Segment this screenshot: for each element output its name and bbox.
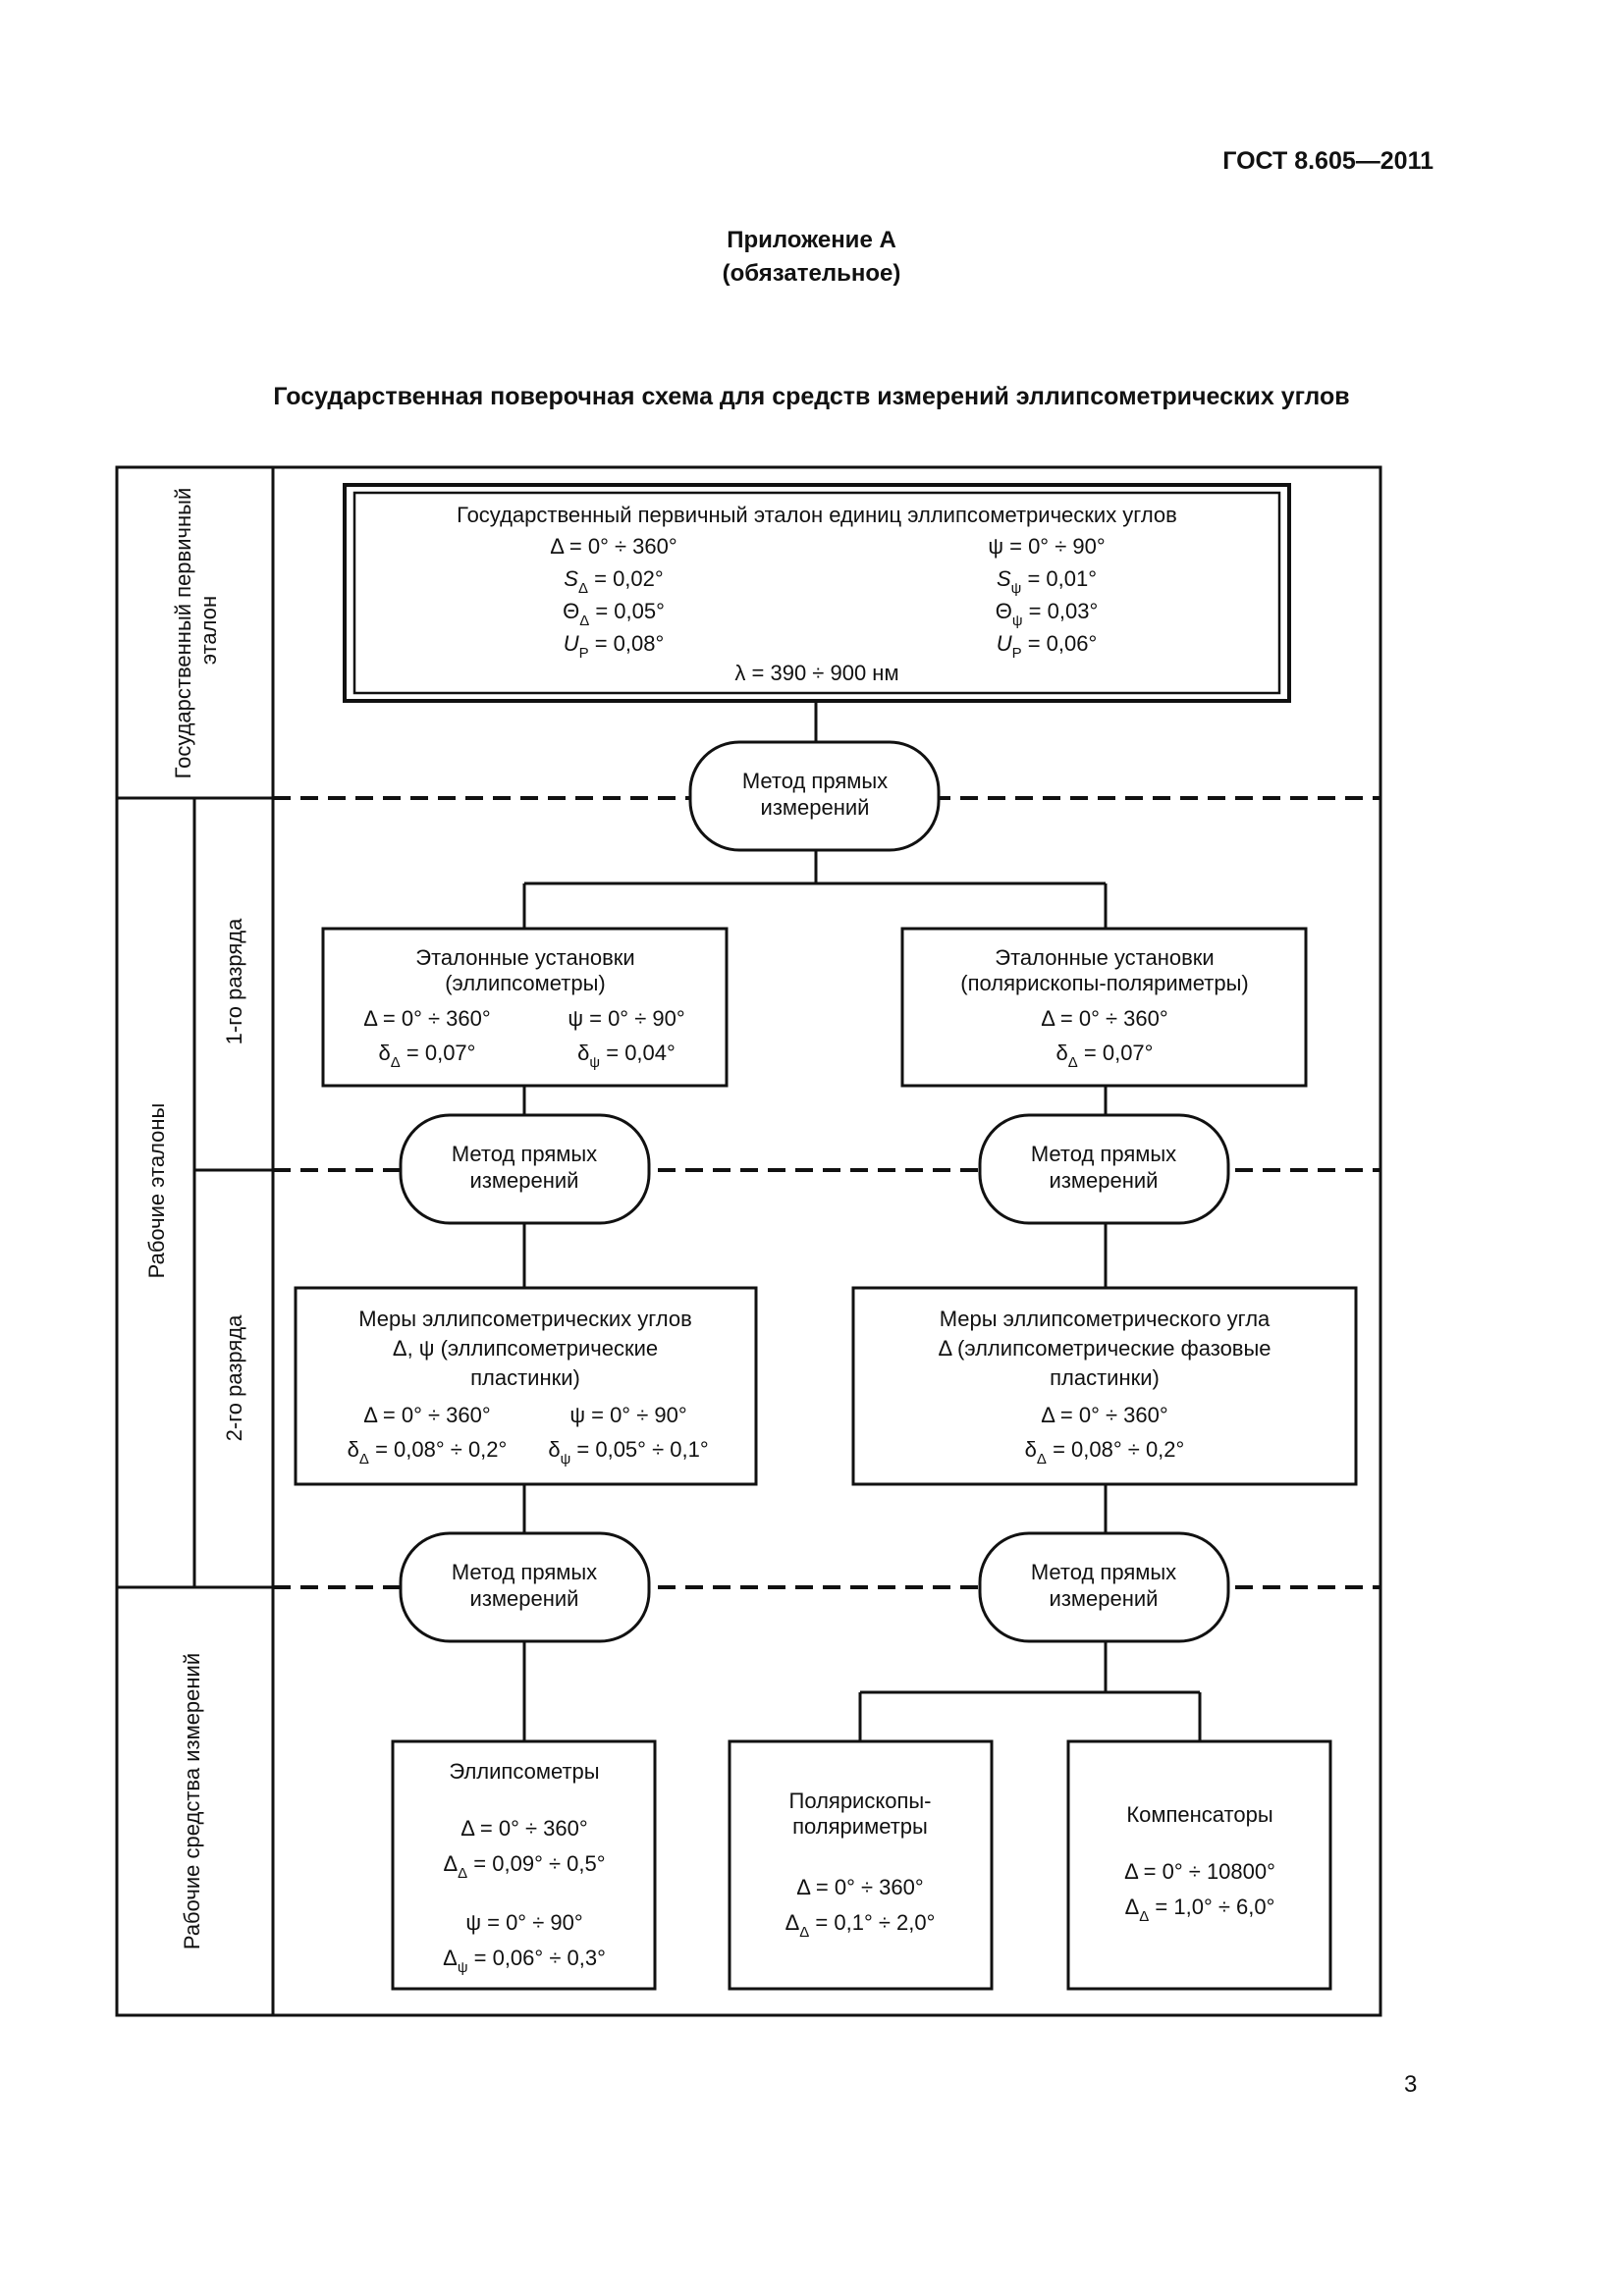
page-number: 3 — [1404, 2071, 1418, 2098]
svg-text:Метод прямых: Метод прямых — [452, 1142, 597, 1166]
svg-text:Δ = 0° ÷ 10800°: Δ = 0° ÷ 10800° — [1124, 1859, 1275, 1884]
annex-heading: Приложение А (обязательное) — [0, 224, 1623, 291]
svg-text:δΔ = 0,07°: δΔ = 0,07° — [1056, 1041, 1154, 1071]
svg-text:Δψ = 0,06° ÷ 0,3°: Δψ = 0,06° ÷ 0,3° — [443, 1946, 606, 1976]
annex-subtitle: (обязательное) — [722, 260, 901, 287]
method-pill: Метод прямых измерений — [978, 1531, 1230, 1643]
svg-text:Эталонные установки: Эталонные установки — [415, 945, 634, 970]
svg-text:ψ = 0° ÷ 90°: ψ = 0° ÷ 90° — [568, 1006, 684, 1031]
primary-s-delta: SΔ = 0,02° — [564, 566, 663, 597]
svg-text:Метод прямых: Метод прямых — [742, 769, 888, 793]
primary-standard-box: Государственный первичный эталон единиц … — [343, 483, 1291, 703]
first-rank-ellipsometers-box: Эталонные установки (эллипсометры) Δ = 0… — [321, 927, 729, 1088]
second-rank-ellipsometric-plates-box: Меры эллипсометрических углов Δ, ψ (элли… — [294, 1286, 758, 1486]
method-pill: Метод прямых измерений — [399, 1531, 651, 1643]
svg-text:δΔ = 0,08° ÷ 0,2°: δΔ = 0,08° ÷ 0,2° — [1025, 1437, 1185, 1468]
primary-u-delta: UP = 0,08° — [564, 631, 665, 662]
svg-text:измерений: измерений — [1050, 1586, 1159, 1611]
scheme-frame — [115, 465, 1382, 2017]
primary-level-label: Государственный первичный эталон — [171, 482, 221, 779]
scheme-title: Государственная поверочная схема для сре… — [273, 383, 1350, 410]
svg-text:ΔΔ = 0,1° ÷ 2,0°: ΔΔ = 0,1° ÷ 2,0° — [785, 1910, 936, 1941]
svg-text:Поляриcкопы-: Поляриcкопы- — [789, 1789, 932, 1813]
first-rank-polariscopes-box: Эталонные установки (поляриcкопы-полярим… — [900, 927, 1308, 1088]
polariscopes-box: Поляриcкопы- поляриметры Δ = 0° ÷ 360° Δ… — [728, 1739, 994, 1991]
svg-text:Метод прямых: Метод прямых — [1031, 1142, 1176, 1166]
connector-lines — [522, 701, 1202, 1741]
svg-text:Δ = 0° ÷ 360°: Δ = 0° ÷ 360° — [796, 1875, 923, 1899]
primary-u-psi: UP = 0,06° — [997, 631, 1098, 662]
svg-text:Δ = 0° ÷ 360°: Δ = 0° ÷ 360° — [363, 1403, 490, 1427]
primary-standard-title: Государственный первичный эталон единиц … — [457, 503, 1177, 527]
method-pill: Метод прямых измерений — [688, 740, 941, 852]
svg-text:δψ = 0,04°: δψ = 0,04° — [577, 1041, 676, 1071]
svg-text:Меры эллипсометрического угла: Меры эллипсометрического угла — [940, 1307, 1271, 1331]
svg-text:Δ (эллипсометрические фазовые: Δ (эллипсометрические фазовые — [938, 1336, 1271, 1361]
primary-psi-range: ψ = 0° ÷ 90° — [988, 534, 1105, 559]
svg-text:Δ = 0° ÷ 360°: Δ = 0° ÷ 360° — [460, 1816, 587, 1841]
compensators-box: Компенсаторы Δ = 0° ÷ 10800° ΔΔ = 1,0° ÷… — [1066, 1739, 1332, 1991]
svg-text:Метод прямых: Метод прямых — [452, 1560, 597, 1584]
primary-level-label-line2: эталон — [196, 596, 221, 665]
primary-theta-delta: ΘΔ = 0,05° — [563, 599, 665, 629]
primary-delta-range: Δ = 0° ÷ 360° — [550, 534, 676, 559]
svg-text:измерений: измерений — [470, 1168, 579, 1193]
svg-text:δΔ = 0,08° ÷ 0,2°: δΔ = 0,08° ÷ 0,2° — [348, 1437, 508, 1468]
svg-text:(поляриcкопы-поляриметры): (поляриcкопы-поляриметры) — [960, 971, 1248, 995]
second-rank-phase-plates-box: Меры эллипсометрического угла Δ (эллипсо… — [851, 1286, 1358, 1486]
working-instruments-label: Рабочие средства измерений — [180, 1653, 204, 1949]
svg-text:ψ = 0° ÷ 90°: ψ = 0° ÷ 90° — [569, 1403, 686, 1427]
svg-text:(эллипсометры): (эллипсометры) — [445, 971, 606, 995]
primary-lambda: λ = 390 ÷ 900 нм — [734, 661, 898, 685]
svg-text:Метод прямых: Метод прямых — [1031, 1560, 1176, 1584]
svg-text:Эталонные установки: Эталонные установки — [995, 945, 1214, 970]
svg-text:Меры эллипсометрических углов: Меры эллипсометрических углов — [358, 1307, 692, 1331]
svg-text:Δ = 0° ÷ 360°: Δ = 0° ÷ 360° — [1041, 1403, 1167, 1427]
primary-level-label-line1: Государственный первичный — [171, 488, 195, 779]
svg-text:δψ = 0,05° ÷ 0,1°: δψ = 0,05° ÷ 0,1° — [548, 1437, 708, 1468]
method-pill: Метод прямых измерений — [399, 1113, 651, 1225]
second-rank-label: 2-го разряда — [222, 1314, 246, 1441]
svg-text:ΔΔ = 0,09° ÷ 0,5°: ΔΔ = 0,09° ÷ 0,5° — [443, 1851, 605, 1882]
standard-code: ГОСТ 8.605—2011 — [1222, 147, 1434, 175]
svg-text:Компенсаторы: Компенсаторы — [1126, 1802, 1272, 1827]
svg-text:Δ = 0° ÷ 360°: Δ = 0° ÷ 360° — [1041, 1006, 1167, 1031]
ellipsometers-box: Эллипсометры Δ = 0° ÷ 360° ΔΔ = 0,09° ÷ … — [391, 1739, 657, 1991]
first-rank-label: 1-го разряда — [222, 918, 246, 1044]
svg-text:пластинки): пластинки) — [470, 1365, 580, 1390]
svg-text:ψ = 0° ÷ 90°: ψ = 0° ÷ 90° — [465, 1910, 582, 1935]
svg-text:измерений: измерений — [470, 1586, 579, 1611]
svg-text:Δ, ψ (эллипсометрические: Δ, ψ (эллипсометрические — [393, 1336, 658, 1361]
svg-text:Эллипсометры: Эллипсометры — [449, 1759, 599, 1784]
svg-text:измерений: измерений — [1050, 1168, 1159, 1193]
annex-title: Приложение А — [727, 227, 896, 253]
svg-text:поляриметры: поляриметры — [792, 1814, 928, 1839]
svg-text:пластинки): пластинки) — [1050, 1365, 1160, 1390]
svg-text:Δ = 0° ÷ 360°: Δ = 0° ÷ 360° — [363, 1006, 490, 1031]
svg-text:измерений: измерений — [761, 795, 870, 820]
primary-s-psi: Sψ = 0,01° — [997, 566, 1097, 597]
primary-theta-psi: Θψ = 0,03° — [996, 599, 1099, 629]
svg-text:ΔΔ = 1,0° ÷ 6,0°: ΔΔ = 1,0° ÷ 6,0° — [1125, 1895, 1275, 1925]
svg-text:δΔ = 0,07°: δΔ = 0,07° — [379, 1041, 476, 1071]
working-standards-label: Рабочие эталоны — [144, 1103, 169, 1279]
method-pill: Метод прямых измерений — [978, 1113, 1230, 1225]
